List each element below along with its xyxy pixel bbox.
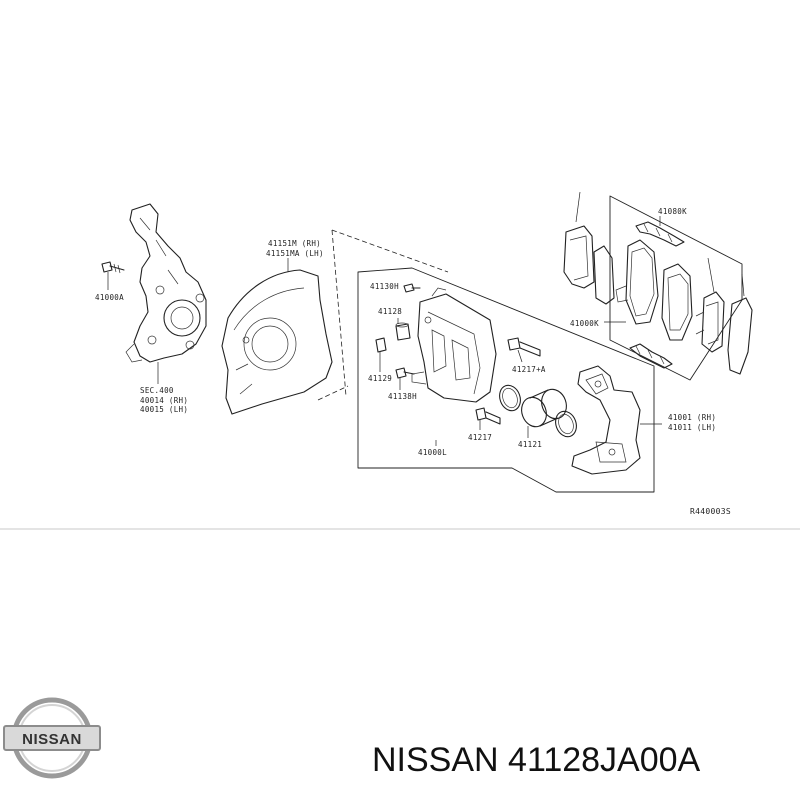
guide-sleeve <box>395 322 411 341</box>
label-sec-400: SEC.400 <box>140 386 174 395</box>
caliper-piston <box>521 388 567 428</box>
piston-seal <box>499 384 521 412</box>
label-41000K: 41000K <box>570 319 599 328</box>
nissan-logo: NISSAN <box>3 697 101 779</box>
diagram-code: R440003S <box>690 507 731 516</box>
brake-pad-outer <box>661 263 693 341</box>
pad-spring-outer <box>695 291 725 353</box>
pad-kit-frame <box>609 195 743 381</box>
bleeder-screw <box>403 283 421 293</box>
label-41000L: 41000L <box>418 448 447 457</box>
guide-boot <box>375 337 387 353</box>
label-41080K: 41080K <box>658 207 687 216</box>
guide-pin-upper <box>507 337 541 357</box>
label-41130H: 41130H <box>370 282 399 291</box>
label-41001-rh: 41001 (RH) <box>668 413 716 422</box>
label-41151m-rh: 41151M (RH) <box>268 239 321 248</box>
caliper-bolt <box>395 367 415 379</box>
dust-shield <box>221 269 333 415</box>
label-41217: 41217 <box>468 433 492 442</box>
label-41138H: 41138H <box>388 392 417 401</box>
label-40015-lh: 40015 (LH) <box>140 405 188 414</box>
pad-clips-upper <box>635 221 685 247</box>
label-41129: 41129 <box>368 374 392 383</box>
guide-pin-lower <box>475 407 501 425</box>
logo-wordmark: NISSAN <box>22 731 82 748</box>
pad-shim-inner <box>563 225 595 289</box>
label-40014-rh: 40014 (RH) <box>140 396 188 405</box>
piston-boot <box>555 410 577 438</box>
pad-shim-outer <box>593 245 615 305</box>
caliper-assembly-frame <box>357 267 655 493</box>
label-41151ma-lh: 41151MA (LH) <box>266 249 324 258</box>
label-41121: 41121 <box>518 440 542 449</box>
label-41217-A: 41217+A <box>512 365 546 374</box>
caliper-body <box>411 287 497 403</box>
pad-clips-lower <box>629 343 673 369</box>
brake-pad-inner <box>615 239 659 325</box>
product-caption: NISSAN 41128JA00A <box>372 741 701 779</box>
label-41011-lh: 41011 (LH) <box>668 423 716 432</box>
torque-member <box>571 365 641 475</box>
knuckle-bolt <box>101 261 125 290</box>
steering-knuckle <box>125 203 207 363</box>
pad-shim-outermost <box>727 297 753 375</box>
label-41000A: 41000A <box>95 293 124 302</box>
label-41128: 41128 <box>378 307 402 316</box>
